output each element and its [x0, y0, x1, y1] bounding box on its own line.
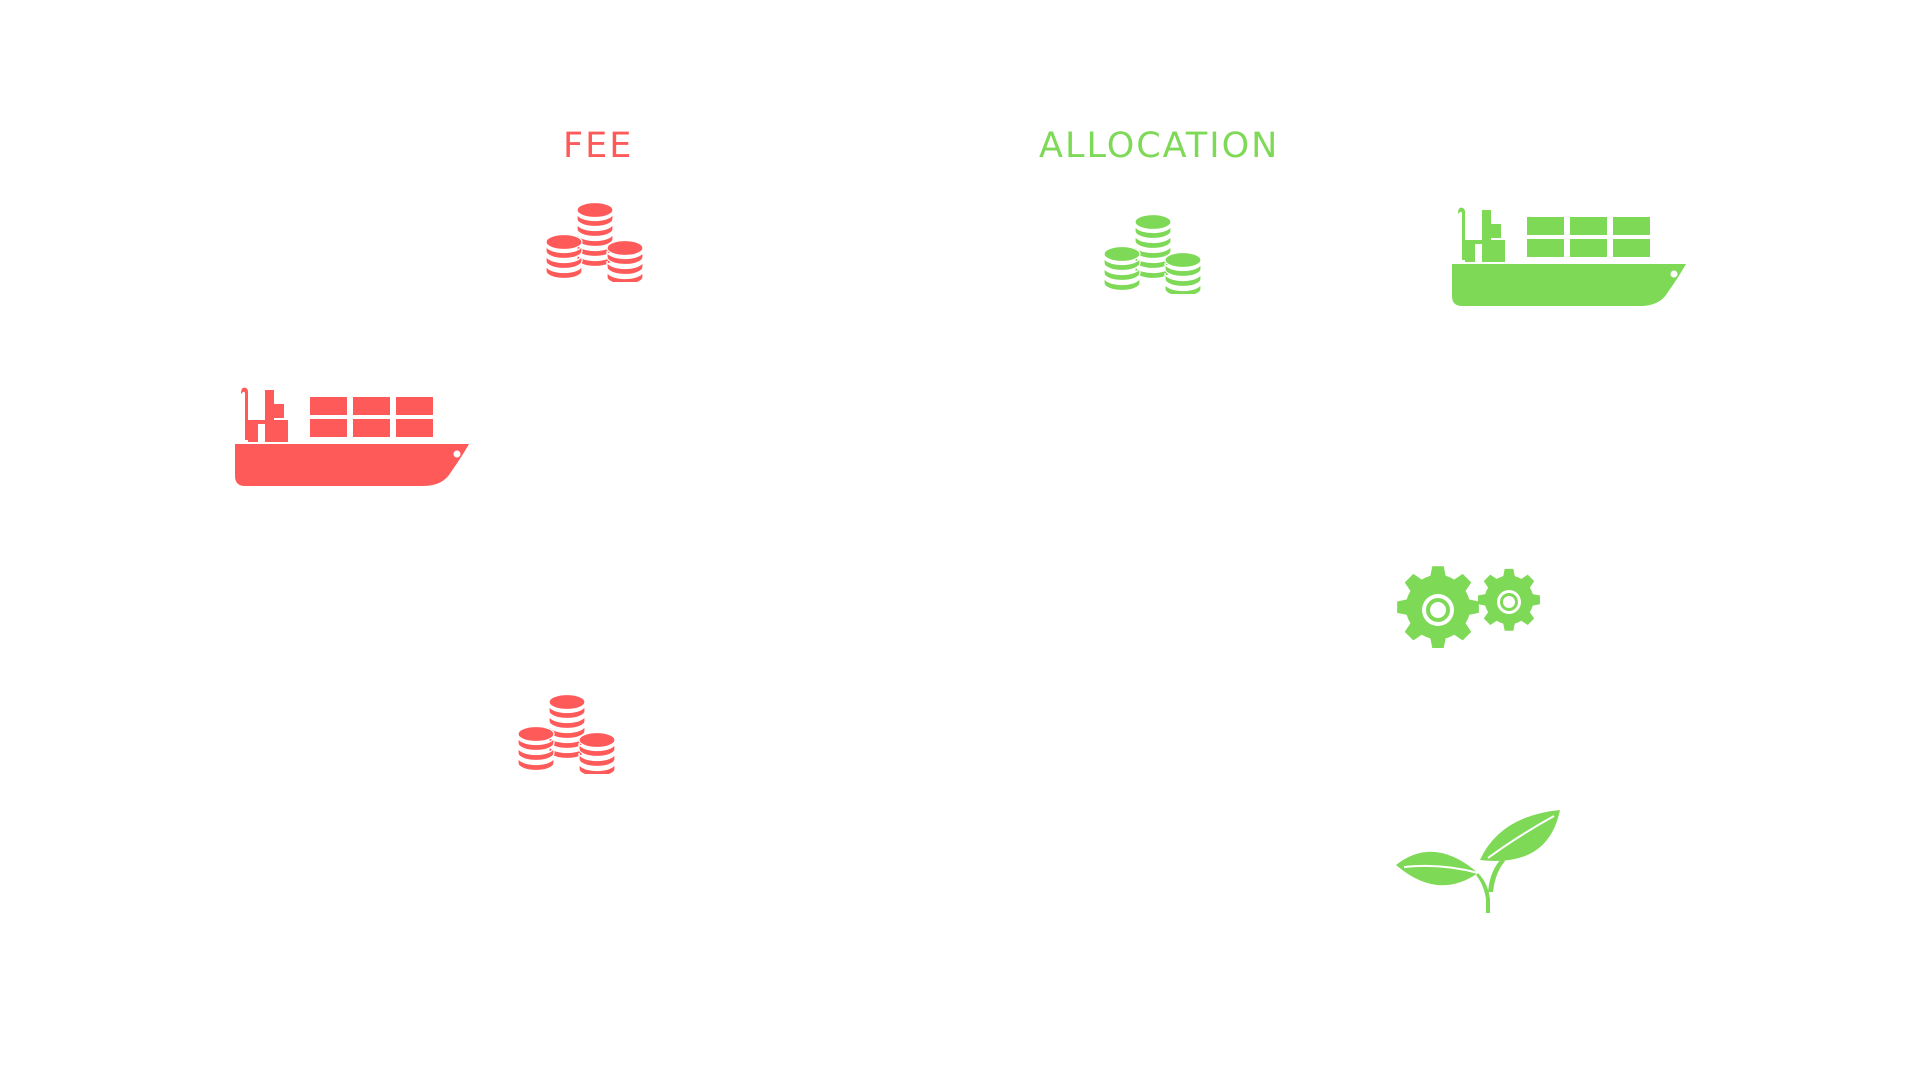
container-ship-icon [235, 372, 469, 488]
allocation-label: ALLOCATION [1039, 126, 1280, 166]
coins-stack-icon [1103, 212, 1203, 294]
container-ship-icon [1452, 192, 1686, 308]
fee-label: FEE [563, 126, 634, 166]
leaf-sprout-icon [1394, 810, 1562, 914]
coins-stack-icon [517, 692, 617, 774]
gears-icon [1392, 563, 1546, 657]
coins-stack-icon [545, 200, 645, 282]
